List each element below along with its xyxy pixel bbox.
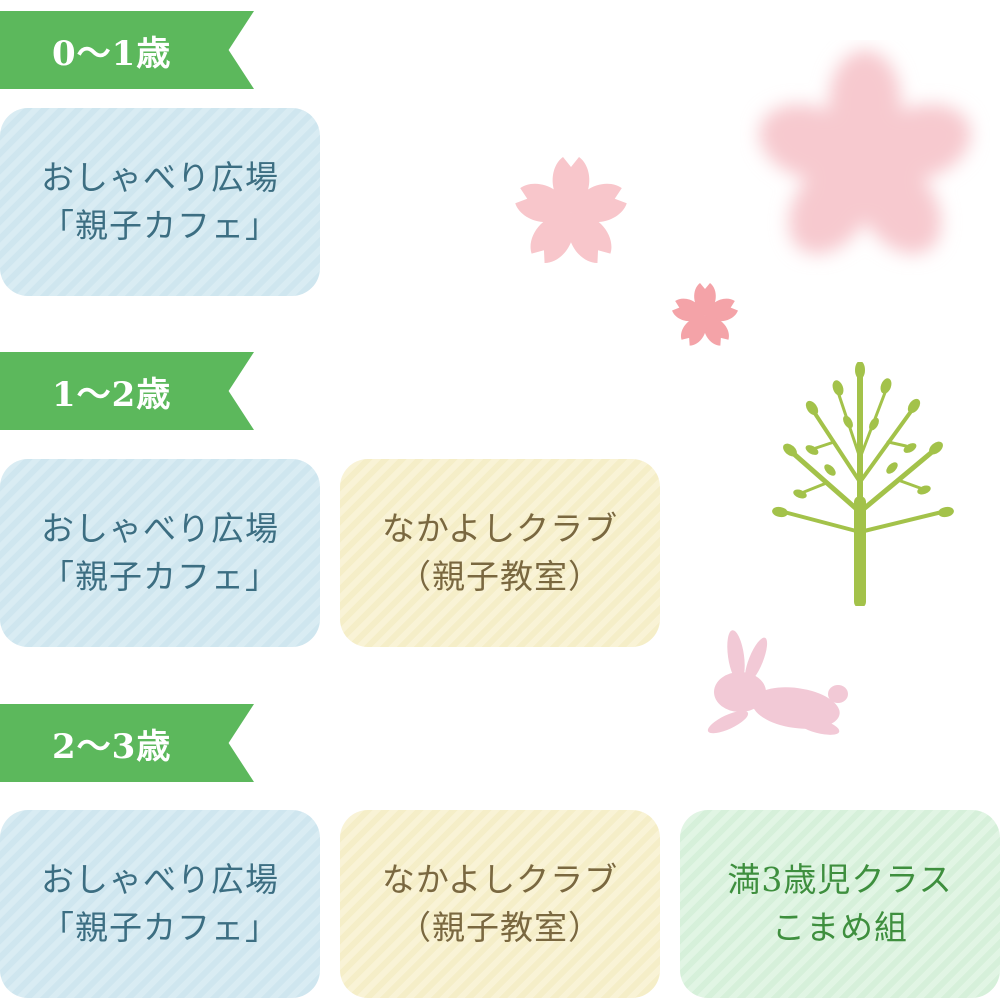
card-komame-class[interactable]: 満3歳児クラス こまめ組 (680, 810, 1000, 998)
tree-icon (772, 362, 954, 606)
card-subtitle: こまめ組 (772, 908, 908, 947)
card-title: 満3歳児クラス (727, 860, 953, 900)
sakura-icon (512, 157, 630, 270)
age-ribbon-1-2: 1〜2歳 (0, 352, 254, 430)
card-subtitle: 「親子カフェ」 (41, 557, 279, 596)
card-subtitle: （親子教室） (398, 908, 602, 947)
blurred-sakura-icon (759, 50, 971, 255)
card-title: おしゃべり広場 (41, 860, 279, 900)
card-oshaberi-hiroba[interactable]: おしゃべり広場 「親子カフェ」 (0, 459, 320, 647)
card-title: なかよしクラブ (381, 509, 619, 549)
card-title: なかよしクラブ (381, 860, 619, 900)
card-oshaberi-hiroba[interactable]: おしゃべり広場 「親子カフェ」 (0, 810, 320, 998)
card-subtitle: 「親子カフェ」 (41, 206, 279, 245)
card-nakayoshi-club[interactable]: なかよしクラブ （親子教室） (340, 459, 660, 647)
age-ribbon-2-3: 2〜3歳 (0, 704, 254, 782)
age-ribbon-0-1: 0〜1歳 (0, 11, 254, 89)
card-subtitle: （親子教室） (398, 557, 602, 596)
card-nakayoshi-club[interactable]: なかよしクラブ （親子教室） (340, 810, 660, 998)
card-title: おしゃべり広場 (41, 509, 279, 549)
card-title: おしゃべり広場 (41, 158, 279, 198)
card-subtitle: 「親子カフェ」 (41, 908, 279, 947)
age-label: 2〜3歳 (52, 726, 172, 767)
card-oshaberi-hiroba[interactable]: おしゃべり広場 「親子カフェ」 (0, 108, 320, 296)
age-label: 1〜2歳 (52, 374, 172, 415)
age-label: 0〜1歳 (52, 33, 172, 74)
rabbit-icon (707, 630, 848, 735)
small-sakura-icon (670, 283, 740, 350)
